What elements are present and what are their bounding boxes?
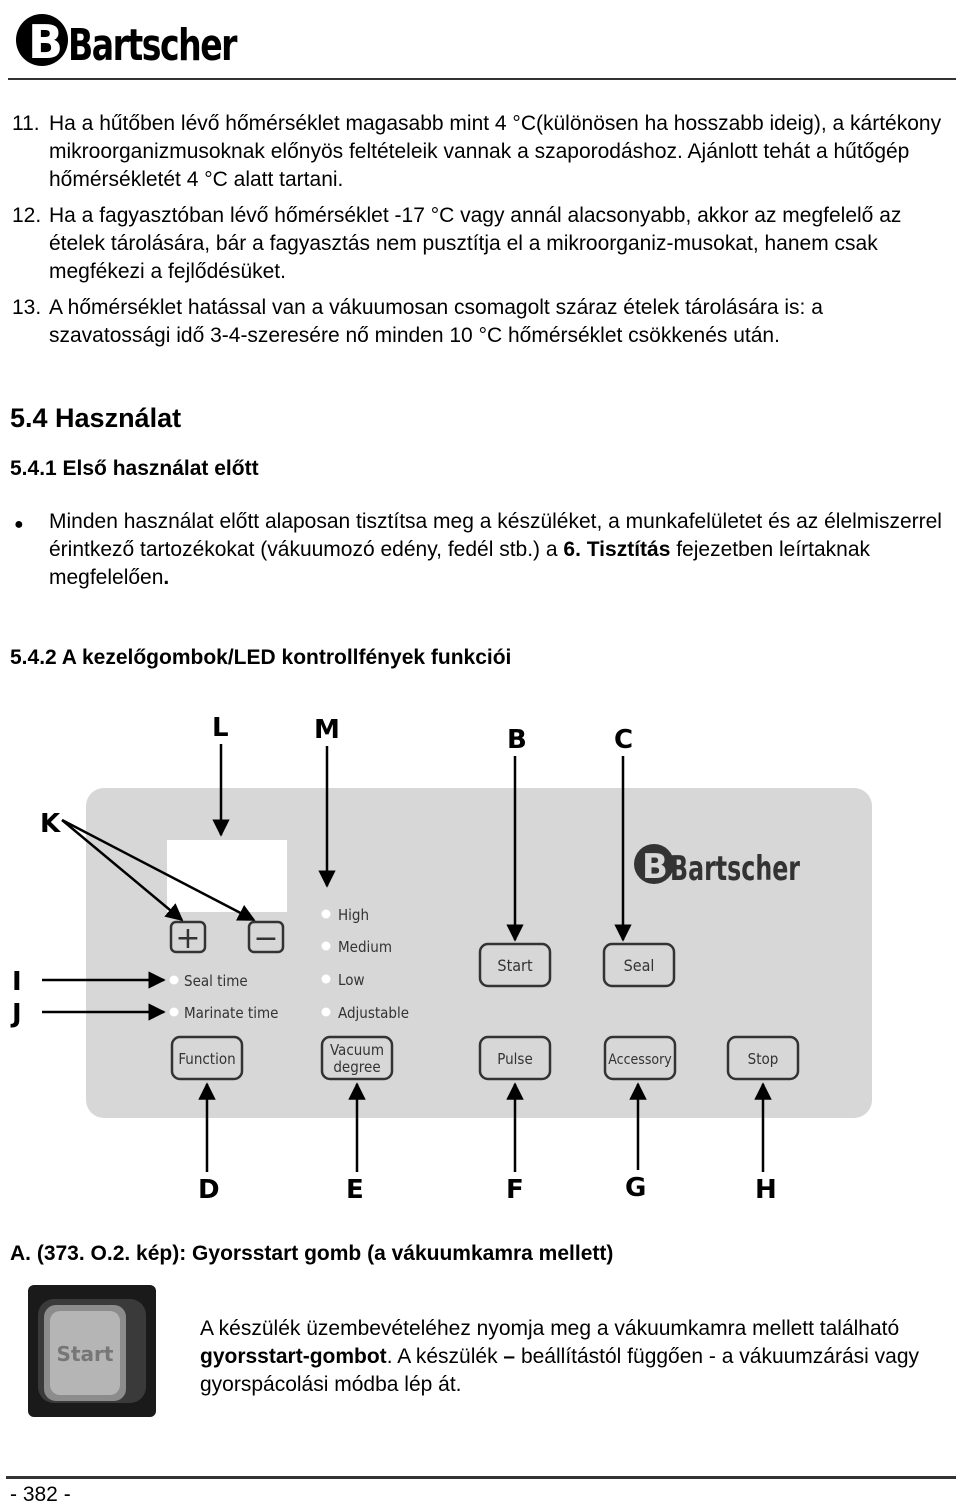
desc-bold-1: gyorsstart-gombot — [200, 1345, 387, 1368]
arrow-K-plus — [61, 819, 184, 922]
arrow-K-minus — [61, 818, 256, 922]
desc-text-1: A készülék üzembevételéhez nyomja meg a … — [200, 1317, 900, 1340]
seal-button[interactable] — [602, 942, 676, 988]
page-number: - 382 - — [10, 1483, 71, 1506]
bullet-icon: ● — [14, 516, 24, 533]
led-label-adjustable: Adjustable — [338, 1004, 409, 1022]
svg-text:B: B — [28, 15, 63, 69]
function-button[interactable] — [170, 1035, 244, 1081]
desc-bold-2: – — [503, 1345, 516, 1368]
led-seal-time — [169, 975, 179, 985]
led-high — [321, 909, 331, 919]
start-photo-label: Start — [57, 1342, 114, 1366]
accessory-button[interactable] — [603, 1035, 677, 1081]
quick-start-description: A készülék üzembevételéhez nyomja meg a … — [200, 1315, 940, 1399]
vacuum-degree-button[interactable] — [320, 1035, 394, 1081]
item-number: 13. — [12, 296, 42, 319]
display-window — [167, 840, 287, 912]
led-adjustable — [321, 1007, 331, 1017]
logo-wordmark: Bartscher — [68, 20, 238, 71]
desc-text-2: . A készülék — [386, 1345, 504, 1368]
plus-icon: + — [175, 921, 200, 956]
svg-text:B: B — [642, 847, 668, 887]
stop-button[interactable] — [726, 1035, 800, 1081]
section-title: 5.4 Használat — [10, 403, 182, 433]
panel-logo-mark — [634, 844, 674, 884]
bullet-text: Minden használat előtt alaposan tisztíts… — [49, 510, 942, 561]
callout-G: G — [625, 1173, 646, 1203]
pulse-button[interactable] — [478, 1035, 552, 1081]
pulse-button-label: Pulse — [497, 1050, 533, 1068]
vacuum-degree-label-line1: Vacuum — [330, 1041, 384, 1059]
start-button[interactable] — [478, 942, 552, 988]
bartscher-logo: B Bartscher — [10, 2, 240, 74]
item-text: A hőmérséklet hatással van a vákuumosan … — [49, 296, 823, 347]
led-label-seal-time: Seal time — [184, 972, 248, 990]
led-label-high: High — [338, 906, 369, 924]
minus-button[interactable] — [247, 920, 285, 954]
accessory-button-label: Accessory — [608, 1052, 672, 1068]
footer-rule — [6, 1476, 956, 1479]
subsection-title: 5.4.1 Első használat előtt — [10, 457, 259, 480]
callout-J: J — [10, 999, 22, 1029]
led-medium — [321, 941, 331, 951]
item-text: Ha a fagyasztóban lévő hőmérséklet -17 °… — [49, 204, 902, 283]
vacuum-degree-label-line2: degree — [333, 1058, 380, 1076]
header-rule — [8, 78, 956, 80]
bullet-period: . — [163, 566, 170, 589]
figure-caption: A. (373. O.2. kép): Gyorsstart gomb (a v… — [10, 1242, 614, 1265]
panel-logo-wordmark: Bartscher — [670, 849, 800, 889]
callout-B: B — [507, 725, 527, 755]
callout-L: L — [212, 713, 229, 743]
callout-K: K — [40, 809, 61, 839]
desc-text-3: beállítástól függően - a vákuumzárási va… — [200, 1345, 920, 1396]
callout-H: H — [755, 1175, 777, 1205]
led-label-medium: Medium — [338, 938, 392, 956]
control-panel-diagram: B Bartscher + − Seal time Marinate time … — [10, 713, 872, 1205]
bullet-text-end: fejezetben leírtaknak megfelelően — [49, 538, 871, 589]
start-button-label: Start — [497, 956, 533, 975]
item-number: 11. — [12, 112, 40, 135]
stop-button-label: Stop — [748, 1050, 779, 1068]
callout-E: E — [346, 1175, 364, 1205]
control-panel-figure: B Bartscher + − Seal time Marinate time … — [0, 700, 960, 1220]
led-label-marinate-time: Marinate time — [184, 1004, 278, 1022]
callout-C: C — [614, 725, 633, 755]
list-item: 12. Ha a fagyasztóban lévő hőmérséklet -… — [12, 202, 947, 286]
led-marinate-time — [169, 1007, 179, 1017]
seal-button-label: Seal — [624, 956, 655, 975]
quick-start-button-photo: Start — [28, 1285, 156, 1417]
led-low — [321, 974, 331, 984]
function-button-label: Function — [178, 1050, 235, 1068]
bullet-bold-ref: 6. Tisztítás — [563, 538, 671, 561]
subsection-title: 5.4.2 A kezelőgombok/LED kontrollfények … — [10, 646, 512, 669]
item-text: Ha a hűtőben lévő hőmérséklet magasabb m… — [49, 112, 942, 191]
callout-D: D — [198, 1175, 220, 1205]
list-item: 11. Ha a hűtőben lévő hőmérséklet magasa… — [12, 110, 947, 194]
item-number: 12. — [12, 204, 42, 227]
callout-M: M — [314, 715, 340, 745]
list-item: 13. A hőmérséklet hatással van a vákuumo… — [12, 294, 947, 350]
callout-I: I — [12, 967, 22, 997]
minus-icon: − — [253, 921, 278, 956]
callout-arrows — [42, 744, 772, 1172]
plus-button[interactable] — [169, 920, 207, 954]
callout-F: F — [506, 1175, 524, 1205]
led-label-low: Low — [338, 971, 365, 989]
bullet-item: ● Minden használat előtt alaposan tisztí… — [12, 508, 947, 592]
